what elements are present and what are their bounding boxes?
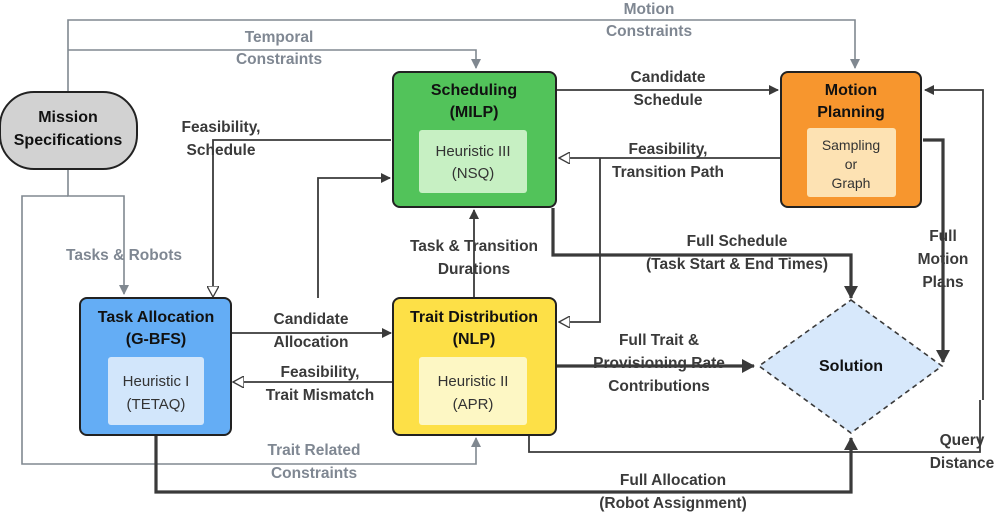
trait-related-label-1: Trait Related [267,442,360,459]
scheduling-node: Scheduling (MILP) Heuristic III (NSQ) [392,71,557,208]
scheduling-title2: (MILP) [450,104,499,121]
gray-labels: Motion Constraints Temporal Constraints … [66,1,692,482]
tasks-robots-label: Tasks & Robots [66,247,182,264]
motion-inner1: Sampling [822,137,880,153]
flow-arrows [213,85,984,453]
task-allocation-inner1: Heuristic I [123,373,190,390]
full-schedule-label-1: Full Schedule [687,233,788,250]
mission-line2: Specifications [14,132,123,149]
dark-labels: Candidate Schedule Feasibility, Schedule… [182,69,995,512]
task-allocation-title1: Task Allocation [98,309,214,326]
trait-distribution-title2: (NLP) [453,331,496,348]
full-motion-plans-label-2: Motion [918,251,969,268]
full-allocation-label-1: Full Allocation [620,472,726,489]
full-trait-label-2: Provisioning Rate [593,355,725,372]
feasibility-schedule-label-1: Feasibility, [182,119,261,136]
candidate-allocation-label-2: Allocation [274,334,349,351]
task-allocation-title2: (G-BFS) [126,331,186,348]
full-trait-label-3: Contributions [608,378,710,395]
trait-related-label-2: Constraints [271,465,357,482]
motion-title2: Planning [817,104,885,121]
scheduling-title1: Scheduling [431,82,517,99]
mission-node: Mission Specifications [0,91,138,170]
feasibility-transition-label-1: Feasibility, [629,141,708,158]
feasibility-schedule-label-2: Schedule [187,142,256,159]
motion-inner3: Graph [832,175,871,191]
solution-label: Solution [819,358,883,375]
thick-arrows [154,138,950,494]
constraint-lines [21,19,860,465]
full-allocation-label-2: (Robot Assignment) [599,495,747,512]
candidate-allocation-label-1: Candidate [274,311,349,328]
motion-constraints-label-1: Motion [624,1,675,18]
trait-distribution-inner1: Heuristic II [438,373,509,390]
scheduling-inner1: Heuristic III [435,143,510,160]
candidate-schedule-label-1: Candidate [631,69,706,86]
motion-title1: Motion [825,82,877,99]
task-transition-label-2: Durations [438,261,510,278]
feasibility-transition-label-2: Transition Path [612,164,724,181]
full-motion-plans-label-1: Full [929,228,957,245]
full-motion-plans-label-3: Plans [922,274,963,291]
trait-distribution-node: Trait Distribution (NLP) Heuristic II (A… [392,297,557,436]
motion-inner2: or [845,156,858,172]
scheduling-inner2: (NSQ) [452,165,495,182]
trait-distribution-title1: Trait Distribution [410,309,538,326]
feasibility-trait-label-2: Trait Mismatch [266,387,375,404]
candidate-schedule-label-2: Schedule [634,92,703,109]
task-allocation-node: Task Allocation (G-BFS) Heuristic I (TET… [79,297,232,436]
motion-constraints-label-2: Constraints [606,23,692,40]
temporal-constraints-label-2: Constraints [236,51,322,68]
task-transition-label-1: Task & Transition [410,238,538,255]
solution-node: Solution [757,299,944,434]
motion-node: Motion Planning Sampling or Graph [780,71,922,208]
full-trait-label-1: Full Trait & [619,332,699,349]
temporal-constraints-label-1: Temporal [245,29,314,46]
full-schedule-label-2: (Task Start & End Times) [646,256,828,273]
task-allocation-inner2: (TETAQ) [127,396,186,413]
query-distance-label-2: Distance [930,455,995,472]
query-distance-label-1: Query [940,432,985,449]
feasibility-trait-label-1: Feasibility, [281,364,360,381]
trait-distribution-inner2: (APR) [453,396,494,413]
mission-line1: Mission [38,109,98,126]
